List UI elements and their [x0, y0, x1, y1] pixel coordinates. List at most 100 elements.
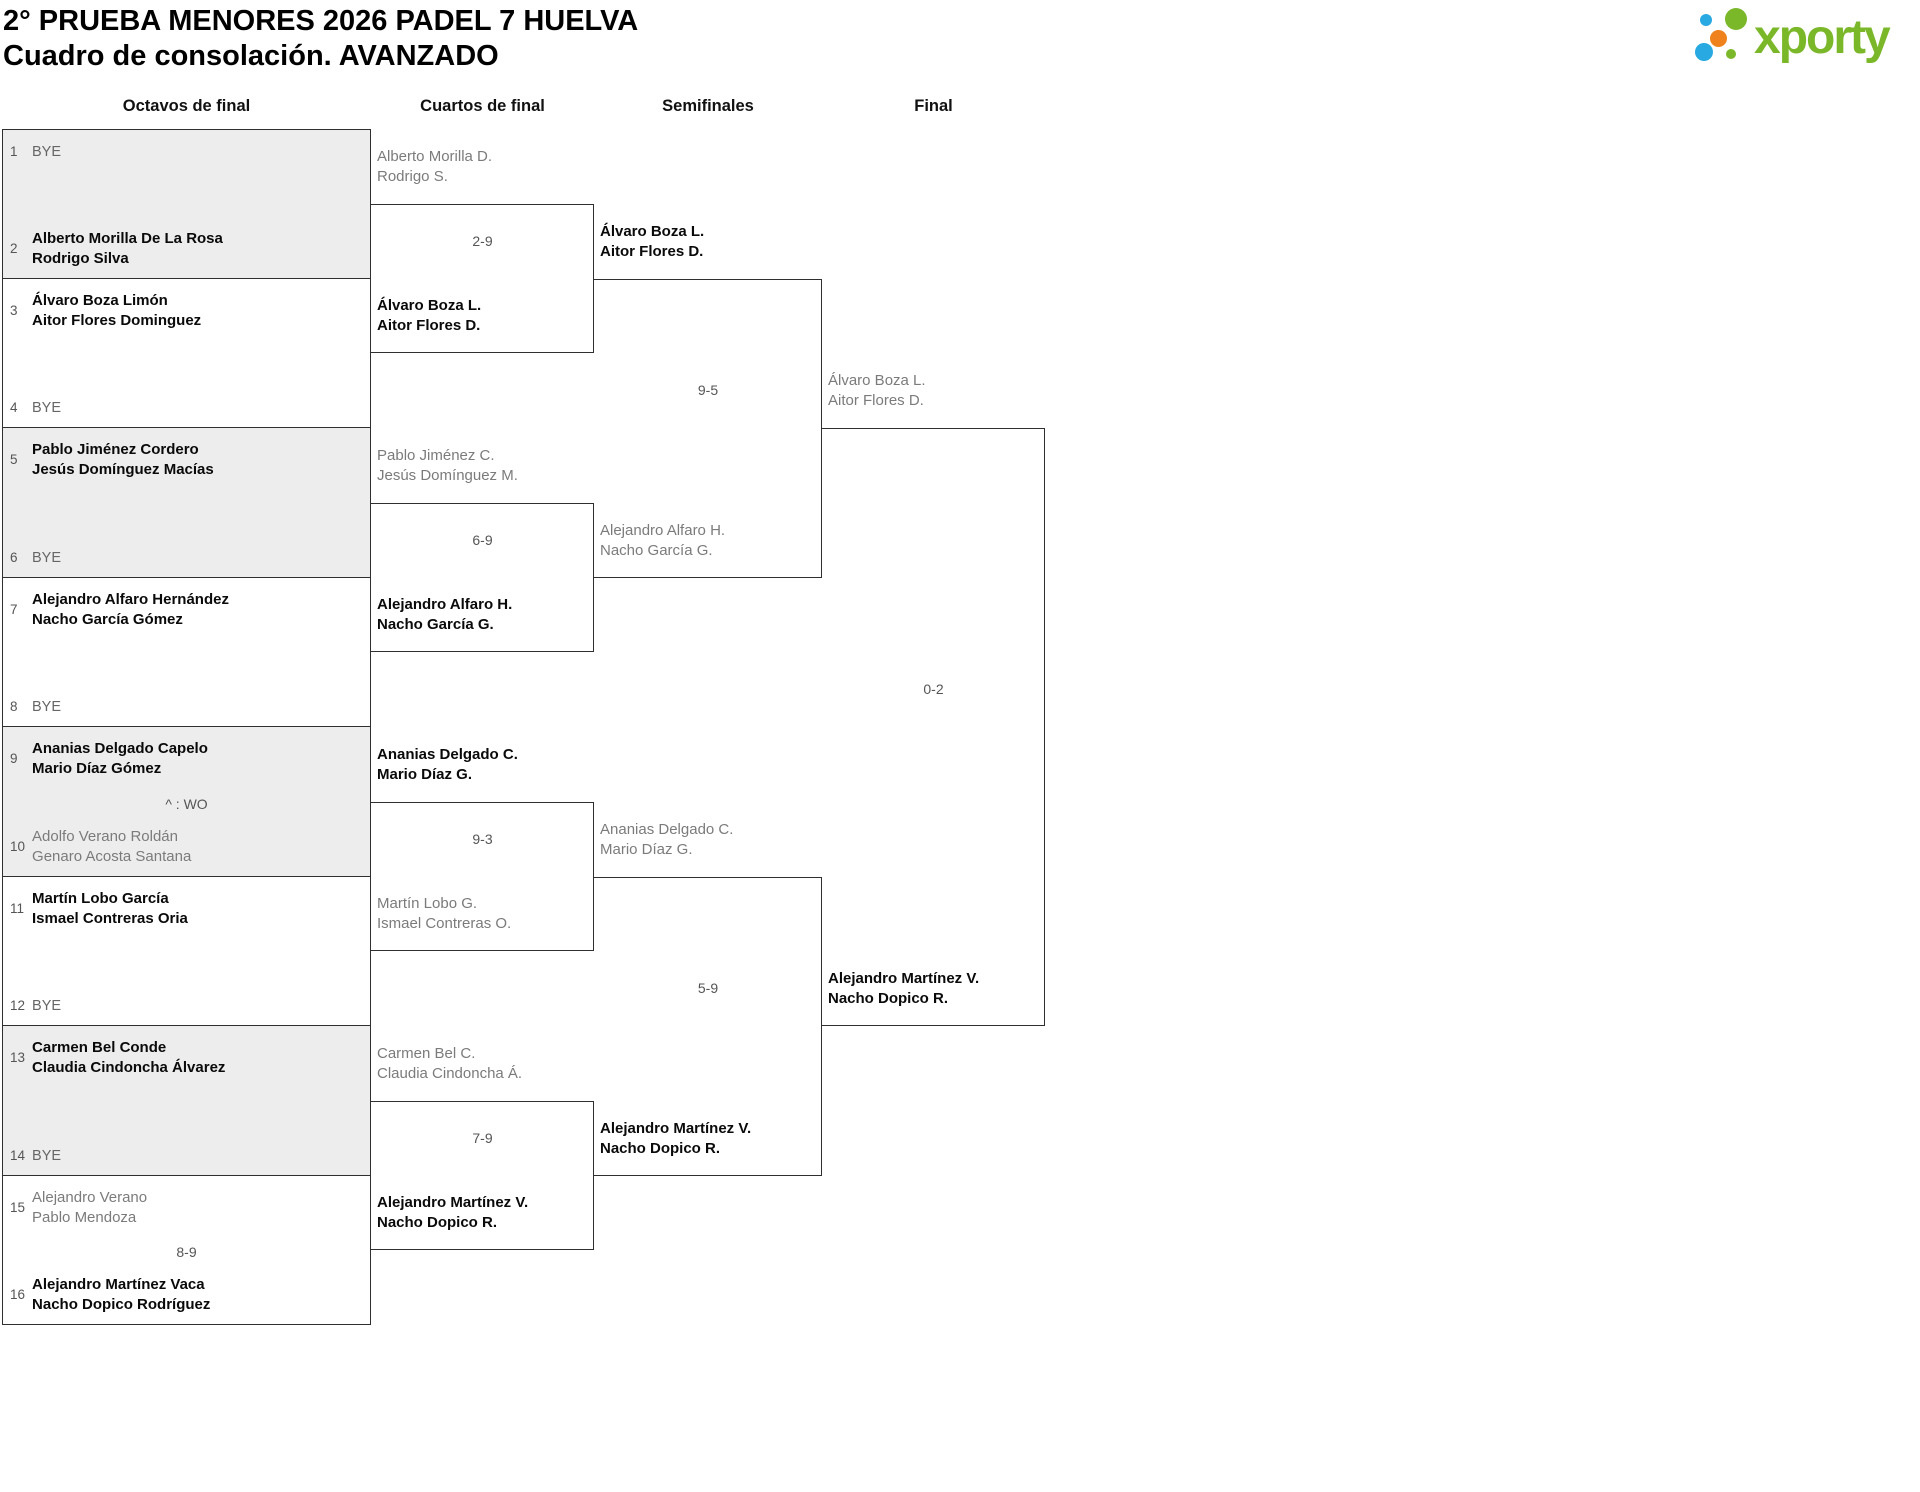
participant-name-2: Nacho Dopico R.	[377, 1214, 498, 1232]
participant-name-2: Claudia Cindoncha Álvarez	[32, 1059, 226, 1076]
participant-name-1: Alejandro Alfaro H.	[600, 521, 726, 539]
match-score-cuartos-2: 6-9	[472, 531, 493, 548]
slot-number: 9	[10, 751, 18, 766]
bye-label: BYE	[32, 142, 61, 162]
participant-name-2: Nacho García G.	[600, 541, 713, 559]
participant-label-final-1-bottom: Alejandro Martínez V. Nacho Dopico R.	[828, 969, 979, 1009]
match-connector-cuartos-2	[371, 502, 594, 653]
participant-name-1: Pablo Jiménez C.	[377, 446, 495, 464]
participant-name-1: BYE	[32, 549, 62, 566]
participant-name-1: Alejandro Verano	[32, 1188, 148, 1206]
participant-name-2: Nacho García G.	[377, 616, 494, 634]
match-score-semifinales-1: 9-5	[697, 382, 719, 398]
participant-name-2: Nacho Dopico R.	[600, 1139, 721, 1157]
page-title: 2° PRUEBA MENORES 2026 PADEL 7 HUELVA	[3, 5, 639, 37]
slot-number: 3	[10, 302, 18, 318]
match-score-cuartos-3: 9-3	[472, 830, 493, 847]
participant-name-2: Rodrigo Silva	[32, 249, 129, 267]
participant-name-2: Ismael Contreras O.	[377, 915, 512, 933]
logo-dot-blue-top-icon	[1700, 14, 1712, 26]
participant-label-cuartos-3-top: Ananias Delgado C.Mario Díaz G.	[377, 745, 518, 785]
slot-number: 10	[10, 838, 26, 854]
participant-name-2: Nacho Dopico Rodríguez	[32, 1296, 211, 1313]
participant-name-1: Alejandro Alfaro H.	[377, 596, 513, 614]
bye-label: BYE	[32, 398, 61, 418]
bye-label: BYE	[32, 548, 61, 568]
round-header-1: Octavos de final	[122, 97, 251, 115]
match-connector-cuartos-1	[371, 203, 594, 354]
participant-name-1: Martín Lobo G.	[377, 895, 478, 913]
match-score-octavos-5: ^ : WO	[165, 795, 208, 812]
participant-name-1: Álvaro Boza L.	[377, 297, 482, 315]
participant-label-cuartos-1-bottom: Álvaro Boza L.Aitor Flores D.	[377, 296, 481, 336]
participant-name-2: Mario Díaz Gómez	[32, 760, 162, 777]
participant-name-2: Aitor Flores D.	[600, 242, 704, 260]
page-title-block: 2° PRUEBA MENORES 2026 PADEL 7 HUELVA Cu…	[3, 4, 638, 74]
participant-name-2: Nacho García Gómez	[32, 610, 183, 628]
xporty-logo[interactable]: xporty	[1690, 0, 1915, 72]
slot-number: 15	[10, 1199, 26, 1215]
slot-number: 16	[10, 1287, 26, 1302]
logo-dot-orange-icon	[1710, 30, 1727, 47]
participant-name-1: Álvaro Boza Limón	[32, 291, 168, 309]
bracket-slot-1: 1 BYE	[10, 142, 362, 162]
slot-number: 14	[10, 1147, 26, 1163]
match-score-octavos-8: 8-9	[176, 1244, 197, 1261]
match-score-final-1: 0-2	[923, 681, 944, 697]
bracket-slot-14: 14 BYE	[10, 1146, 362, 1166]
bye-label: BYE	[32, 1146, 61, 1166]
participant-name-1: Alejandro Martínez Vaca	[32, 1276, 205, 1293]
participant-name-1: Ananias Delgado C.	[377, 745, 518, 763]
participant-name-1: BYE	[32, 1147, 62, 1164]
participant-name-1: Alejandro Martínez V.	[828, 970, 980, 987]
participant-name-1: Álvaro Boza L.	[600, 222, 705, 240]
logo-dot-green-big-icon	[1725, 8, 1747, 30]
slot-number: 1	[10, 144, 18, 159]
participant-label-cuartos-4-top: Carmen Bel C.Claudia Cindoncha Á.	[377, 1044, 522, 1084]
participant-name-1: Pablo Jiménez Cordero	[32, 441, 199, 458]
participant-name-2: Rodrigo S.	[377, 167, 448, 185]
match-score-semifinales-2: 5-9	[697, 980, 719, 996]
match-score-cuartos-4: 7-9	[472, 1129, 493, 1146]
match-score-cuartos-1: 2-9	[472, 232, 493, 249]
participant-name-1: BYE	[32, 998, 62, 1014]
participant-name-2: Nacho Dopico R.	[828, 990, 949, 1007]
participant-label-semifinales-2-top: Ananias Delgado C.Mario Díaz G.	[600, 820, 733, 860]
participant-label-cuartos-2-bottom: Alejandro Alfaro H. Nacho García G.	[377, 595, 512, 635]
match-connector-cuartos-4	[371, 1100, 594, 1251]
participant-name-1: Ananias Delgado C.	[600, 820, 734, 838]
participant-name-2: Jesús Domínguez M.	[377, 466, 518, 484]
slot-number: 4	[10, 400, 18, 415]
slot-number: 8	[10, 699, 18, 714]
bracket-slot-6: 6 BYE	[10, 548, 362, 568]
participant-name-1: Carmen Bel Conde	[32, 1039, 167, 1056]
match-connector-final-1	[822, 428, 1045, 1026]
participant-name-1: BYE	[32, 699, 62, 715]
participant-label-final-1-top: Álvaro Boza L.Aitor Flores D.	[828, 371, 926, 411]
participant-name-1: Alberto Morilla D.	[377, 147, 493, 165]
participant-name-1: Alejandro Martínez V.	[377, 1194, 529, 1212]
slot-number: 6	[10, 549, 18, 565]
participant-label-cuartos-3-bottom: Martín Lobo G. Ismael Contreras O.	[377, 894, 511, 934]
participant-label-semifinales-2-bottom: Alejandro Martínez V.Nacho Dopico R.	[600, 1119, 751, 1159]
participant-name-1: Alberto Morilla De La Rosa	[32, 229, 223, 247]
participant-label-semifinales-1-bottom: Alejandro Alfaro H. Nacho García G.	[600, 521, 725, 561]
participant-label-cuartos-1-top: Alberto Morilla D. Rodrigo S.	[377, 147, 492, 187]
participant-name-1: Ananias Delgado Capelo	[32, 740, 208, 757]
